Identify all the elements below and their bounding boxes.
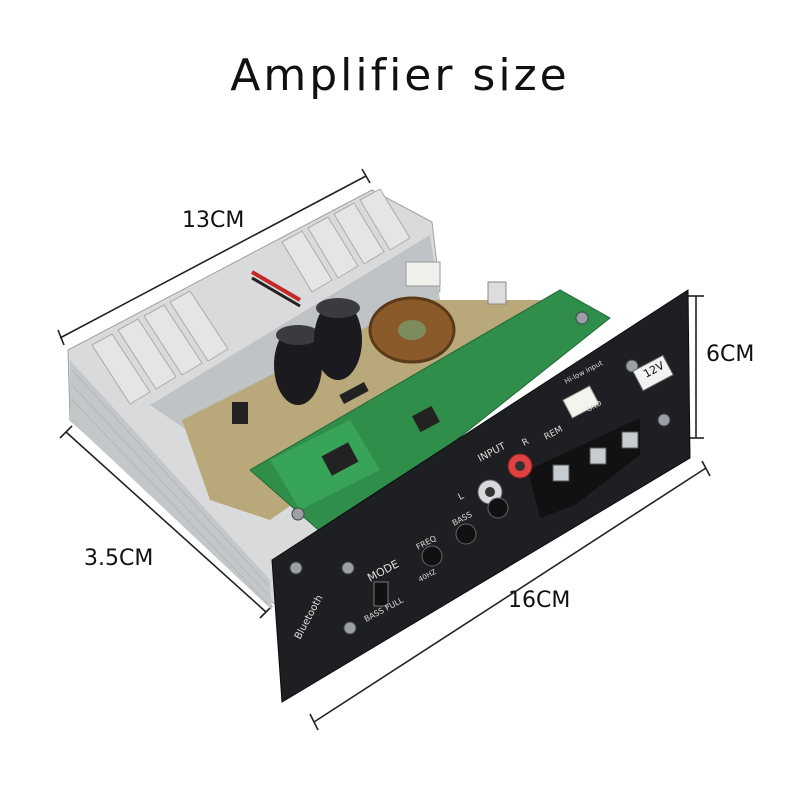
dimension-label-6cm: 6CM [706, 342, 755, 367]
front-panel [271, 289, 691, 703]
left-label: L [457, 491, 466, 502]
dimension-label-3-5cm: 3.5CM [84, 546, 154, 571]
dimension-lines [57, 168, 711, 731]
circuit-board [182, 261, 611, 541]
right-label: R [521, 437, 531, 449]
dimension-label-16cm: 16CM [508, 588, 571, 613]
page-title: Amplifier size [230, 50, 570, 101]
dimension-label-13cm: 13CM [182, 208, 245, 233]
